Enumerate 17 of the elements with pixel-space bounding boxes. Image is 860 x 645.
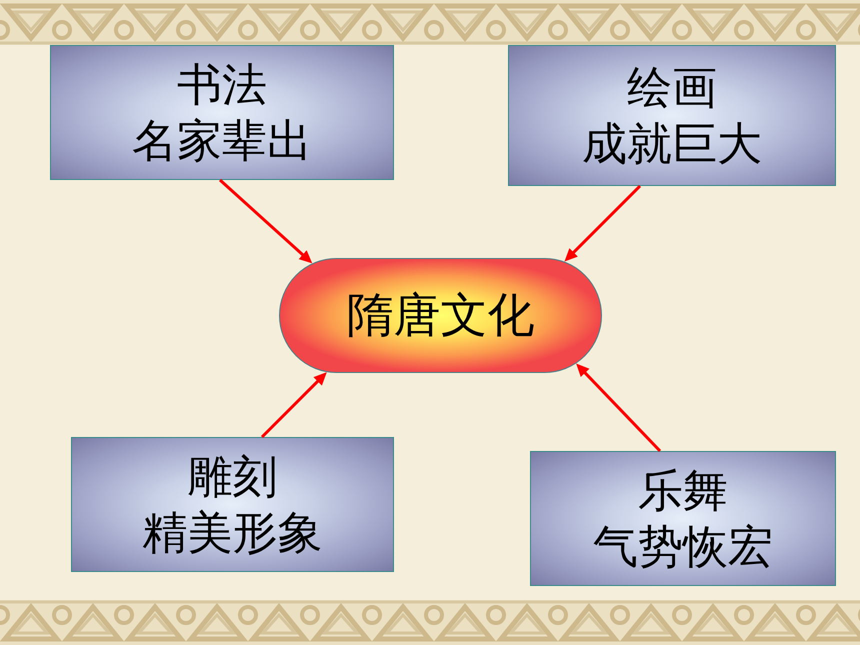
text-box [508, 45, 836, 186]
body-text: 成就巨大 [582, 116, 762, 172]
label-text: 隋唐文化 [346, 286, 534, 344]
body-text: 气势恢宏 [593, 518, 773, 574]
heading-text: 雕刻 [188, 448, 278, 504]
body-text: 精美形象 [142, 504, 322, 560]
arrow [564, 184, 642, 262]
heading-text: 绘画 [627, 60, 717, 116]
arrow [219, 178, 312, 264]
heading-text: 乐舞 [638, 462, 728, 518]
text-box [50, 45, 394, 180]
arrow [576, 364, 662, 452]
heading-text: 书法 [177, 56, 267, 112]
arrow [260, 372, 327, 438]
text-box [530, 451, 836, 586]
body-text: 名家辈出 [132, 112, 312, 168]
text-box [71, 437, 394, 572]
